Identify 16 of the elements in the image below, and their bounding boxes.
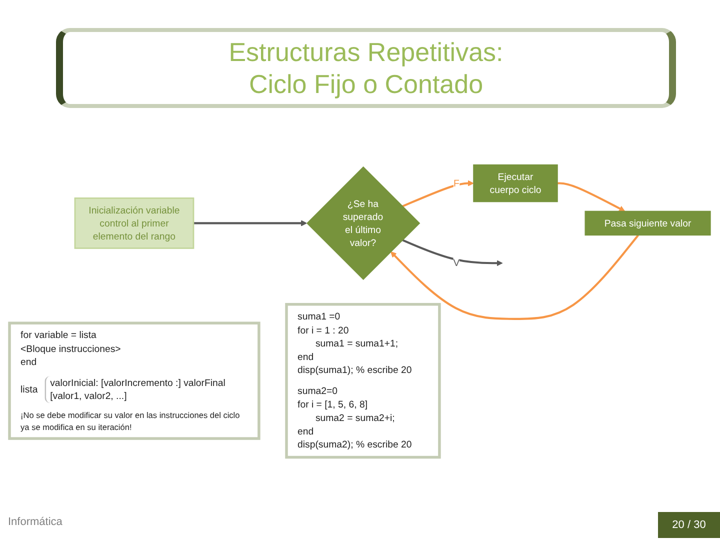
node-diamond: ¿Se ha superado el último valor? [306,166,420,280]
footer-text: Informática [8,516,62,528]
node-box: Inicialización variable control al primer elemento del rango [74,197,194,249]
arrow [193,220,307,226]
arrow [402,239,503,266]
edge-label: F [454,177,460,188]
node-box: suma1 =0 for i = 1 : 20 suma1 = suma1+1; end disp(suma1); % escribe 20 suma2=0 for i = [1, 5, 6, 8] suma2 = suma2+i; end disp(suma2); % escribe 20 [285,302,441,459]
arrow [390,234,639,320]
arrow [558,182,626,212]
node-box: Pasa siguiente valor [584,210,711,236]
node-box: Ejecutar cuerpo ciclo [473,164,558,202]
edge-label: V [453,257,460,268]
page-number: 20 / 30 [658,512,720,538]
arrow [402,180,474,208]
slide-title: Estructuras Repetitivas: Ciclo Fijo o Contado [228,36,504,100]
node-box: for variable = lista <Bloque instrucciones> end lista valorInicial: [valorIncremento :] valorFinal [valor1, valor2, ...] ¡No se debe modificar su valor en las instrucciones del ciclo ya se modifica en su iteración! [8,322,260,440]
